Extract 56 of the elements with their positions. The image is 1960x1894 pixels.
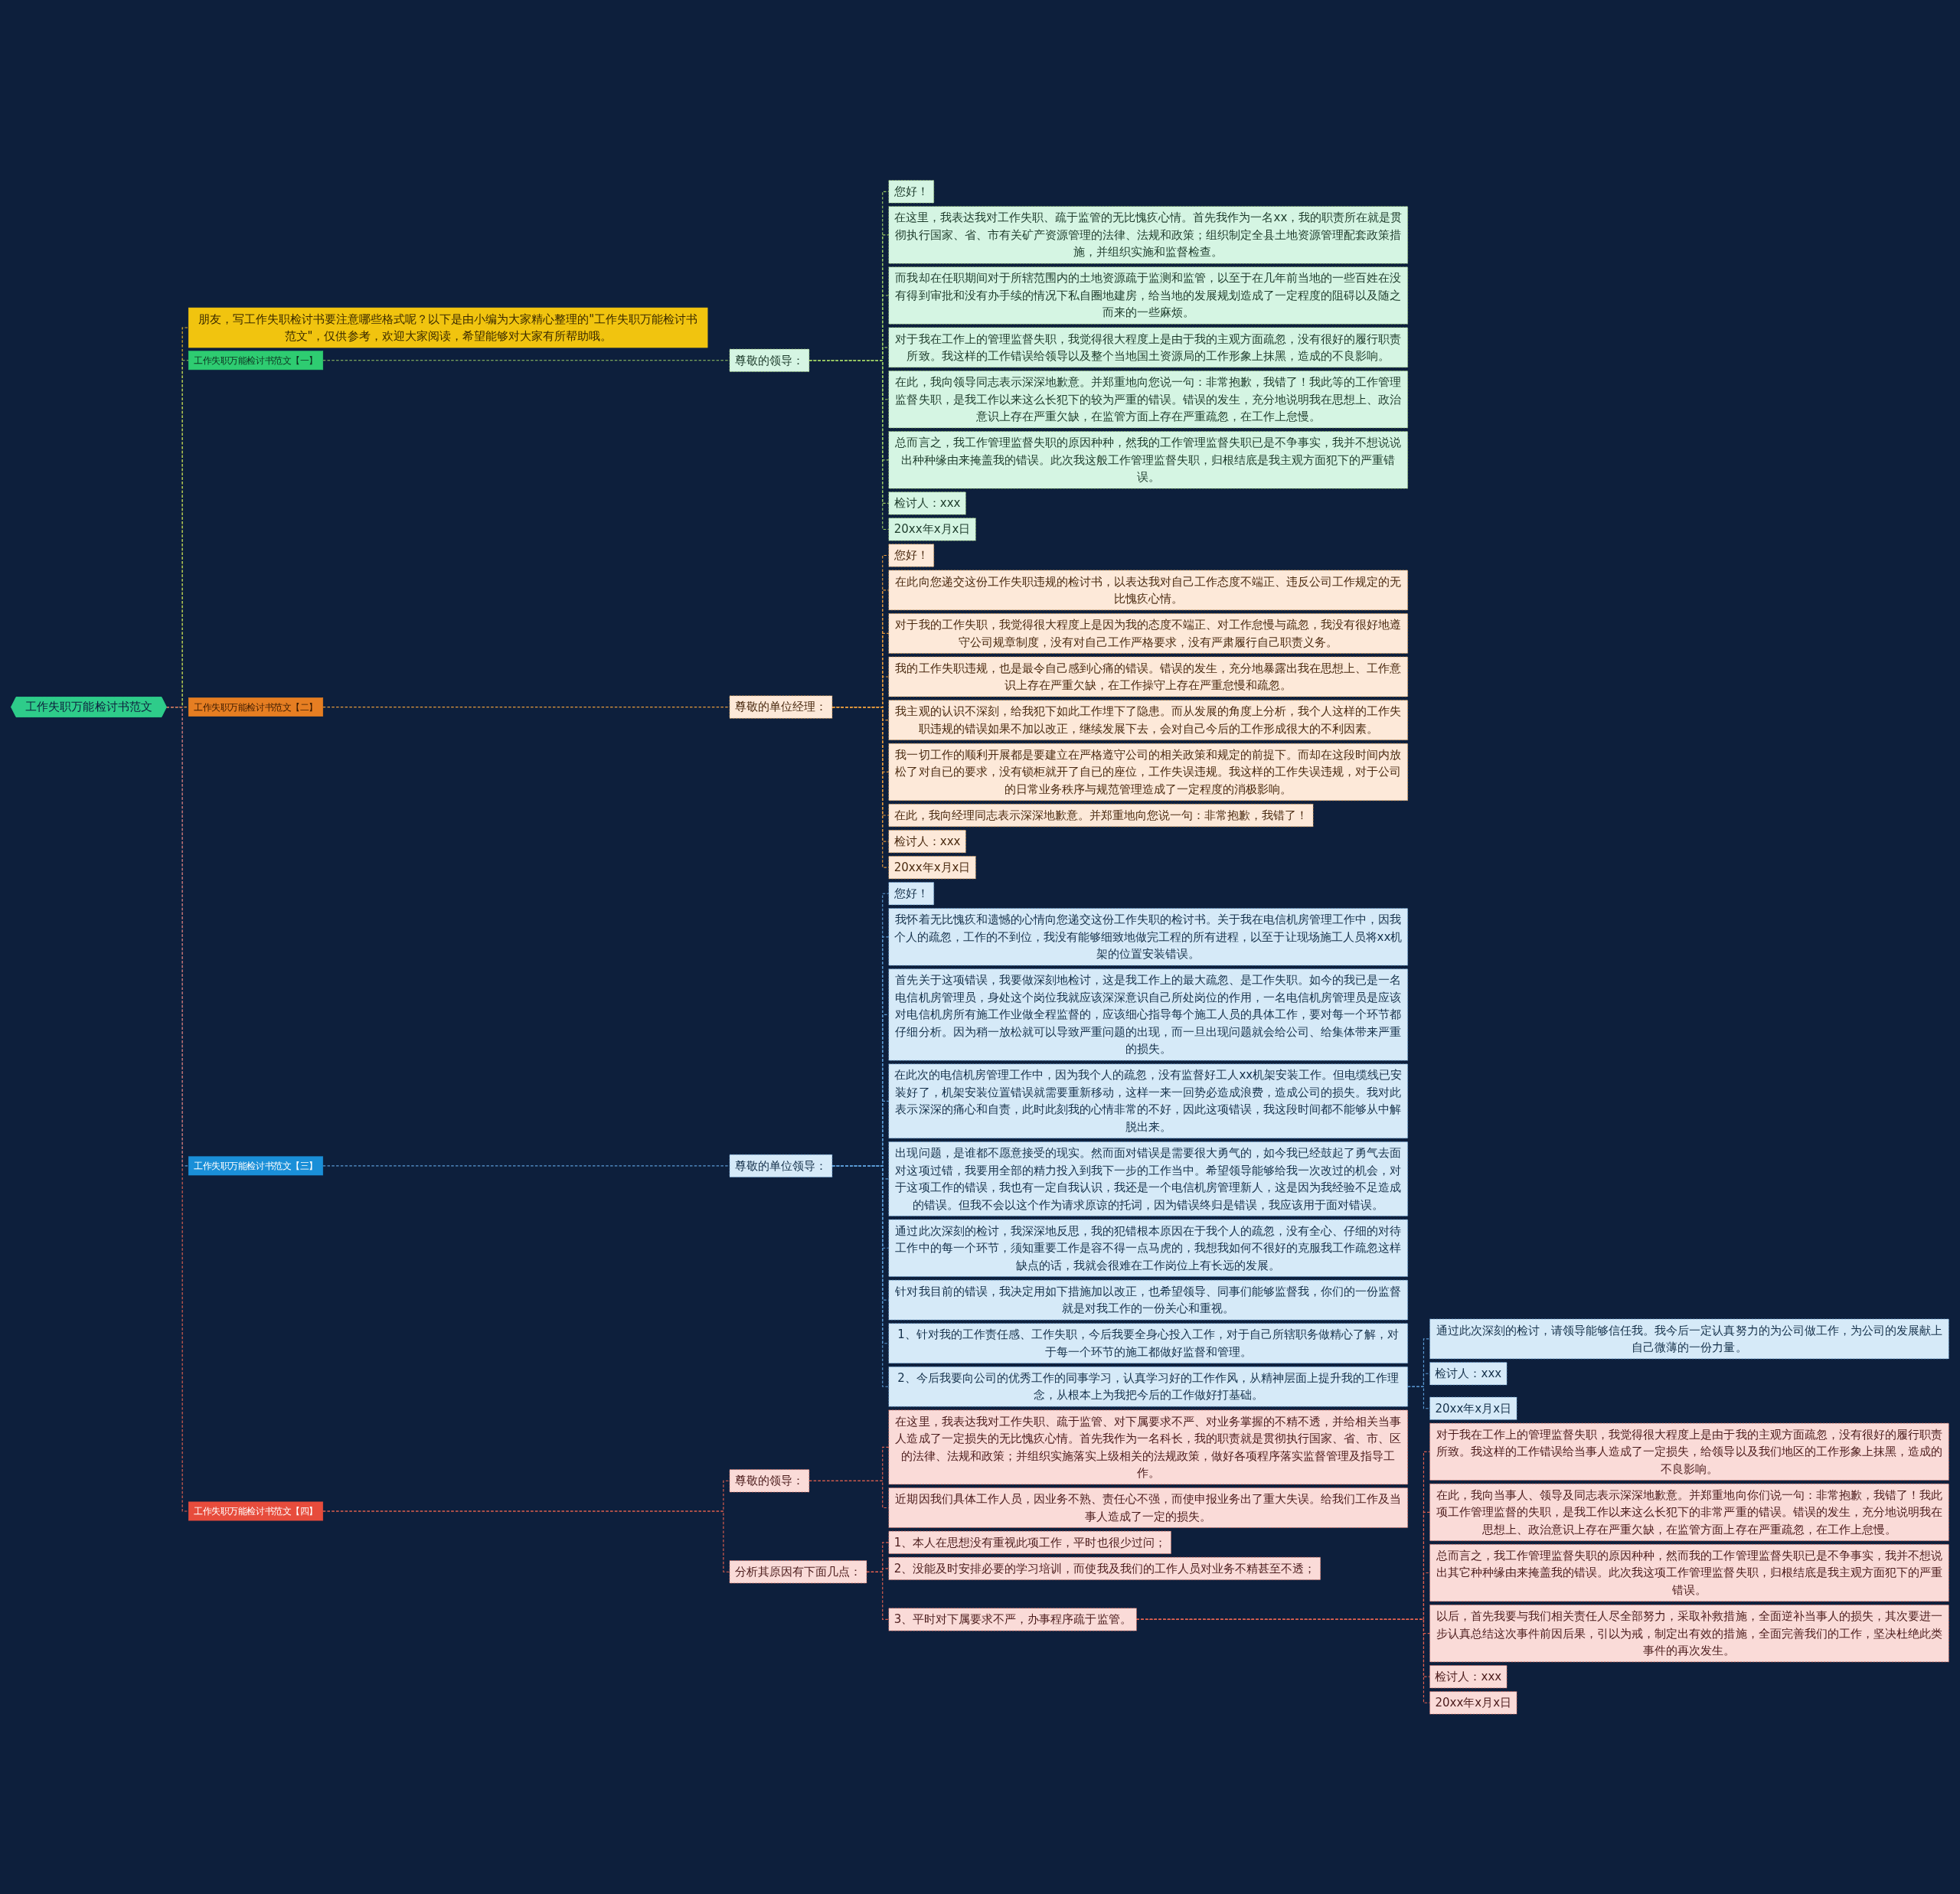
node-box: 通过此次深刻的检讨，请领导能够信任我。我今后一定认真努力的为公司做工作，为公司的发展献上自己微薄的一份力量。 <box>1429 1318 1949 1359</box>
node-box: 在此，我向经理同志表示深深地歉意。并郑重地向您说一句：非常抱歉，我错了！ <box>888 803 1314 827</box>
node-box: 20xx年x月x日 <box>888 855 976 879</box>
node-box: 工作失职万能检讨书范文【一】 <box>188 351 324 370</box>
node-box: 对于我在工作上的管理监督失职，我觉得很大程度上是由于我的主观方面疏忽，没有很好的履行职责所致。我这样的工作错误给当事人造成了一定损失，给领导以及我们地区的工作形象上抹黑，造成的不良影响。 <box>1429 1422 1949 1481</box>
node-box: 尊敬的领导： <box>729 348 810 372</box>
node-box: 针对我目前的错误，我决定用如下措施加以改正，也希望领导、同事们能够监督我，你们的一份监督就是对我工作的一份关心和重视。 <box>888 1279 1408 1321</box>
node-box: 检讨人：xxx <box>888 491 966 515</box>
node-box: 我怀着无比愧疚和遗憾的心情向您递交这份工作失职的检讨书。关于我在电信机房管理工作中，因我个人的疏忽，工作的不到位，我没有能够细致地做完工程的所有进程，以至于让现场施工人员将xx机架的位置安装错误。 <box>888 907 1408 966</box>
node-box: 在此，我向领导同志表示深深地歉意。并郑重地向您说一句：非常抱歉，我错了！我此等的工作管理监督失职，是我工作以来这么长犯下的较为严重的错误。错误的发生，充分地说明我在思想上、政治意识上存在严重欠缺，在监管方面上存在严重疏忽，在工作上怠慢。 <box>888 370 1408 428</box>
node-box: 朋友，写工作失职检讨书要注意哪些格式呢？以下是由小编为大家精心整理的"工作失职万能检讨书范文"，仅供参考，欢迎大家阅读，希望能够对大家有所帮助哦。 <box>188 307 708 348</box>
connector <box>322 706 730 707</box>
node-box: 检讨人：xxx <box>1429 1361 1508 1385</box>
node-box: 出现问题，是谁都不愿意接受的现实。然而面对错误是需要很大勇气的，如今我已经鼓起了勇气去面对这项过错，我要用全部的精力投入到我下一步的工作当中。希望领导能够给我一次改过的机会，对于这项工作的错误，我也有一定自我认识，我还是一个电信机房管理新人，这是因为我经验不足造成的错误。但我不会以这个作为请求原谅的托词，因为错误终归是错误，我应该用于面对错误。 <box>888 1141 1408 1216</box>
node-box: 而我却在任职期间对于所辖范围内的土地资源疏于监测和监管，以至于在几年前当地的一些百姓在没有得到审批和没有办手续的情况下私自圈地建房，给当地的发展规划造成了一定程度的阻碍以及随之而来的一些麻烦。 <box>888 266 1408 325</box>
node-box: 工作失职万能检讨书范文【二】 <box>188 697 324 717</box>
node-box: 检讨人：xxx <box>888 829 966 853</box>
node-box: 尊敬的领导： <box>729 1468 810 1492</box>
node-box: 2、没能及时安排必要的学习培训，而使我及我们的工作人员对业务不精甚至不透； <box>888 1556 1321 1580</box>
node-box: 我一切工作的顺利开展都是要建立在严格遵守公司的相关政策和规定的前提下。而却在这段时间内放松了对自已的要求，没有锁柜就开了自已的座位，工作失误违规。我这样的工作失误违规，对于公司的日常业务秩序与规范管理造成了一定程度的消极影响。 <box>888 743 1408 801</box>
node-box: 2、今后我要向公司的优秀工作的同事学习，认真学习好的工作作风，从精神层面上提升我的工作理念，从根本上为我把今后的工作做好打基础。 <box>888 1366 1408 1407</box>
node-box: 在此，我向当事人、领导及同志表示深深地歉意。并郑重地向你们说一句：非常抱歉，我错了！我此项工作管理监督的失职，是我工作以来这么长犯下的非常严重的错误。错误的发生，充分地说明我在思想上、政治意识上存在严重欠缺，在监管方面上存在严重疏忽，在工作上怠慢。 <box>1429 1483 1949 1541</box>
node-box: 通过此次深刻的检讨，我深深地反思，我的犯错根本原因在于我个人的疏忽，没有全心、仔细的对待工作中的每一个环节，须知重要工作是容不得一点马虎的，我想我如何不很好的克服我工作疏忽这样缺点的话，我就会很难在工作岗位上有长远的发展。 <box>888 1219 1408 1277</box>
node-box: 20xx年x月x日 <box>888 518 976 541</box>
node-box: 分析其原因有下面几点： <box>729 1559 867 1583</box>
node-box: 总而言之，我工作管理监督失职的原因种种，然我的工作管理监督失职已是不争事实，我并不想说说出种种缘由来掩盖我的错误。此次我这般工作管理监督失职，归根结底是我主观方面犯下的严重错误。 <box>888 430 1408 489</box>
node-box: 在这里，我表达我对工作失职、疏于监管、对下属要求不严、对业务掌握的不精不透，并给相关当事人造成了一定损失的无比愧疚心情。首先我作为一名科长，我的职责就是贯彻执行国家、省、市、区的法律、法规和政策；并组织实施落实上级相关的法规政策，做好各项程序落实监督管理及指导工作。 <box>888 1409 1408 1484</box>
connector <box>322 1165 730 1167</box>
node-box: 以后，首先我要与我们相关责任人尽全部努力，采取补救措施，全面逆补当事人的损失，其次要进一步认真总结这次事件前因后果，引以为戒，制定出有效的措施，全面完善我们的工作，坚决杜绝此类事件的再次发生。 <box>1429 1604 1949 1662</box>
connector <box>866 1571 890 1620</box>
node-box: 在此次的电信机房管理工作中，因为我个人的疏忽，没有监督好工人xx机架安装工作。但电缆线已安装好了，机架安装位置错误就需要重新移动，这样一来一回势必造成浪费，造成公司的损失。我对此表示深深的痛心和自责，此时此刻我的心情非常的不好，因此这项错误，我这段时间都不能够从中解脱出来。 <box>888 1063 1408 1138</box>
node-box: 工作失职万能检讨书范文【三】 <box>188 1156 324 1175</box>
node-box: 您好！ <box>888 881 934 905</box>
node-box: 尊敬的单位经理： <box>729 695 833 719</box>
node-box: 1、本人在思想没有重视此项工作，平时也很少过问； <box>888 1530 1171 1554</box>
node-box: 20xx年x月x日 <box>1429 1396 1517 1420</box>
connector <box>1407 1386 1431 1409</box>
node-box: 近期因我们具体工作人员，因业务不熟、责任心不强，而使申报业务出了重大失误。给我们工作及当事人造成了一定的损失。 <box>888 1487 1408 1528</box>
node-box: 对于我在工作上的管理监督失职，我觉得很大程度上是由于我的主观方面疏忽，没有很好的履行职责所致。我这样的工作错误给领导以及整个当地国土资源局的工作形象上抹黑，造成的不良影响。 <box>888 327 1408 367</box>
node-box: 我主观的认识不深刻，给我犯下如此工作埋下了隐患。而从发展的角度上分析，我个人这样的工作失职违规的错误如果不加以改正，继续发展下去，会对自己今后的工作形成很大的不利因素。 <box>888 700 1408 740</box>
node-box: 工作失职万能检讨书范文【四】 <box>188 1501 324 1521</box>
node-box: 在此向您递交这份工作失职违规的检讨书，以表达我对自己工作态度不端正、违反公司工作规定的无比愧疚心情。 <box>888 570 1408 610</box>
node-box: 首先关于这项错误，我要做深刻地检讨，这是我工作上的最大疏忽、是工作失职。如今的我已是一名电信机房管理员，身处这个岗位我就应该深深意识自己所处岗位的作用，一名电信机房管理员是应该对电信机房所有施工作业做全程监督的，应该细心指导每个施工人员的具体工作，要对每一个环节都仔细分析。因为稍一放松就可以导致严重问题的出现，而一旦出现问题就会给公司、给集体带来严重的损失。 <box>888 968 1408 1061</box>
node-box: 检讨人：xxx <box>1429 1664 1508 1688</box>
node-box: 我的工作失职违规，也是最令自己感到心痛的错误。错误的发生，充分地暴露出我在思想上、工作意识上存在严重欠缺，在工作操守上存在严重怠慢和疏忽。 <box>888 656 1408 697</box>
node-box: 您好！ <box>888 544 934 567</box>
node-box: 您好！ <box>888 180 934 204</box>
connector <box>1135 1618 1431 1703</box>
connector <box>808 359 890 530</box>
node-box: 总而言之，我工作管理监督失职的原因种种，然而我的工作管理监督失职已是不争事实，我并不想说出其它种种缘由来掩盖我的错误。此次我这项工作管理监督失职，归根结底是我主观方面犯下的严重错误。 <box>1429 1543 1949 1602</box>
node-box: 1、针对我的工作责任感、工作失职，今后我要全身心投入工作，对于自己所辖职务做精心了解，对于每一个环节的施工都做好监督和管理。 <box>888 1323 1408 1363</box>
node-box: 尊敬的单位领导： <box>729 1154 833 1177</box>
node-box: 3、平时对下属要求不严，办事程序疏于监管。 <box>888 1608 1137 1631</box>
node-box: 在这里，我表达我对工作失职、疏于监管的无比愧疚心情。首先我作为一名xx，我的职责所在就是贯彻执行国家、省、市有关矿产资源管理的法律、法规和政策；组织制定全县土地资源管理配套政策措施，并组织实施和监督检查。 <box>888 206 1408 264</box>
node-box: 对于我的工作失职，我觉得很大程度上是因为我的态度不端正、对工作怠慢与疏忽，我没有很好地遵守公司规章制度，没有对自己工作严格要求，没有严肃履行自己职责义务。 <box>888 612 1408 654</box>
node-box: 20xx年x月x日 <box>1429 1690 1517 1714</box>
